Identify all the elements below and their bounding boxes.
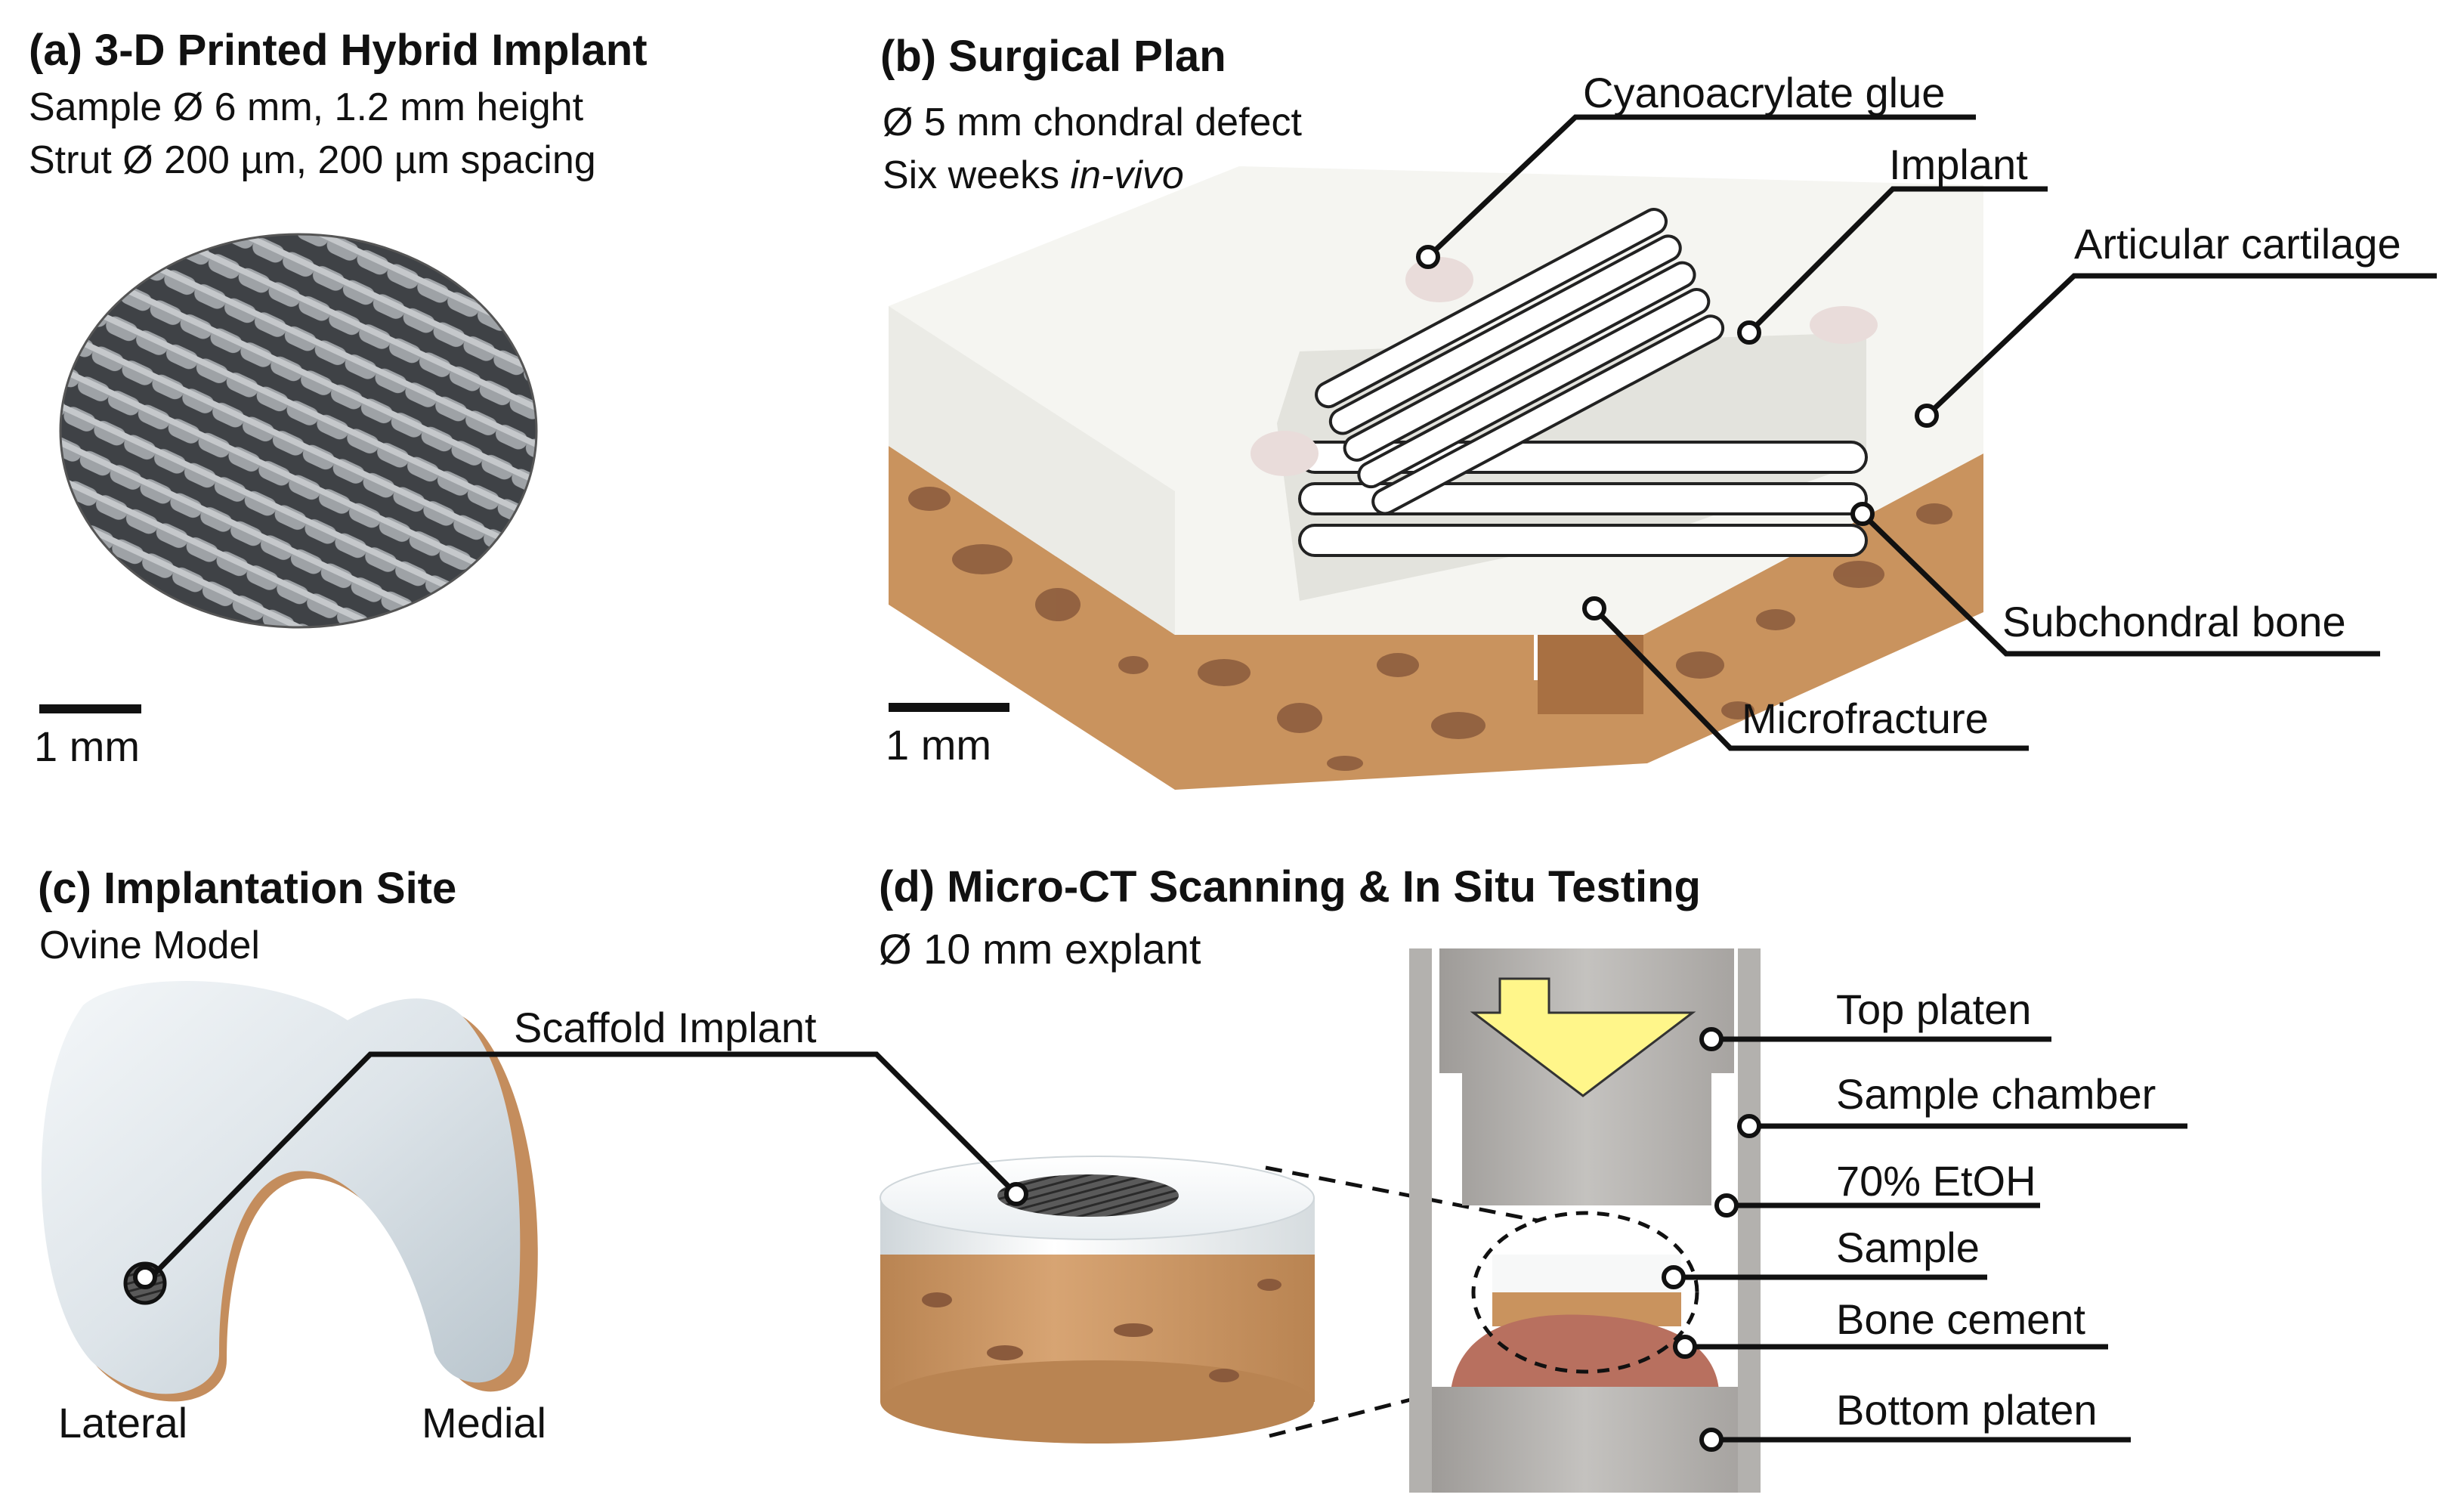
panel-d bbox=[1265, 948, 2187, 1493]
load-arrow bbox=[1470, 977, 1696, 1097]
scaffold-disc-outline bbox=[59, 233, 538, 629]
scaffold-leader-dot-b bbox=[1004, 1182, 1028, 1206]
panel-b-line2: Six weeks in-vivo bbox=[883, 156, 1184, 195]
scale-bar-a bbox=[39, 704, 141, 713]
sample-cartilage bbox=[1492, 1255, 1681, 1292]
label-scaffold-implant: Scaffold Implant bbox=[514, 1004, 817, 1051]
sample-chamber-wall-left bbox=[1409, 948, 1432, 1493]
label-bone-cement: Bone cement bbox=[1836, 1295, 2085, 1343]
label-sample-chamber: Sample chamber bbox=[1836, 1070, 2156, 1118]
panel-a bbox=[39, 233, 538, 713]
bottom-platen bbox=[1432, 1387, 1738, 1493]
panel-d-line1: Ø 10 mm explant bbox=[879, 925, 1201, 973]
scaffold-leader-line bbox=[143, 1051, 1019, 1286]
panel-b-line2-text: Six weeks bbox=[883, 153, 1071, 197]
label-bottom-platen: Bottom platen bbox=[1836, 1386, 2098, 1434]
subchondral-bone-block bbox=[889, 446, 1983, 790]
panel-b-line1: Ø 5 mm chondral defect bbox=[883, 101, 1302, 144]
label-medial: Medial bbox=[422, 1399, 546, 1447]
label-cyanoacrylate-glue: Cyanoacrylate glue bbox=[1583, 69, 1946, 116]
panel-a-scale-label: 1 mm bbox=[34, 723, 140, 770]
leader-lines-b bbox=[1426, 114, 2437, 751]
bone-cement bbox=[1451, 1314, 1719, 1391]
panel-a-line1: Sample Ø 6 mm, 1.2 mm height bbox=[29, 85, 584, 129]
leader-dots-d bbox=[1662, 1027, 1761, 1452]
label-sample: Sample bbox=[1836, 1224, 1980, 1271]
label-top-platen: Top platen bbox=[1836, 986, 2032, 1033]
explant-cylinder bbox=[880, 1156, 1315, 1443]
panel-b-line2-italic: in-vivo bbox=[1070, 153, 1184, 197]
panel-c-title: (c) Implantation Site bbox=[38, 864, 457, 913]
label-articular-cartilage: Articular cartilage bbox=[2074, 220, 2401, 268]
leader-dots-b bbox=[1416, 245, 1939, 620]
panel-b-scale-label: 1 mm bbox=[886, 721, 991, 769]
scaffold-leader-dot-a bbox=[133, 1265, 157, 1289]
label-70-etoh: 70% EtOH bbox=[1836, 1157, 2036, 1205]
panel-c bbox=[41, 980, 1315, 1443]
panel-b-title: (b) Surgical Plan bbox=[880, 32, 1226, 81]
panel-b bbox=[889, 114, 2437, 790]
sample-chamber-wall-right bbox=[1738, 948, 1761, 1493]
articular-cartilage-side bbox=[889, 306, 1175, 635]
leader-lines-d bbox=[1674, 1036, 2187, 1443]
panel-c-line1: Ovine Model bbox=[39, 924, 260, 967]
bone-pores bbox=[908, 487, 1952, 771]
scale-bar-b bbox=[889, 703, 1009, 712]
sample-highlight-ellipse bbox=[1471, 1211, 1699, 1374]
label-microfracture: Microfracture bbox=[1742, 695, 1989, 742]
label-lateral: Lateral bbox=[58, 1399, 188, 1447]
femur-condyle bbox=[41, 980, 521, 1394]
label-subchondral-bone: Subchondral bone bbox=[2002, 598, 2346, 645]
explant-scaffold-top bbox=[997, 1174, 1179, 1217]
label-implant: Implant bbox=[1889, 141, 2028, 188]
panel-a-line2: Strut Ø 200 µm, 200 µm spacing bbox=[29, 138, 596, 182]
implant-struts bbox=[1298, 208, 1868, 557]
scaffold-disc-illustration bbox=[60, 234, 536, 627]
panel-d-title: (d) Micro-CT Scanning & In Situ Testing bbox=[879, 862, 1701, 911]
panel-a-title: (a) 3-D Printed Hybrid Implant bbox=[29, 26, 648, 75]
glue-blobs bbox=[1251, 257, 1878, 476]
